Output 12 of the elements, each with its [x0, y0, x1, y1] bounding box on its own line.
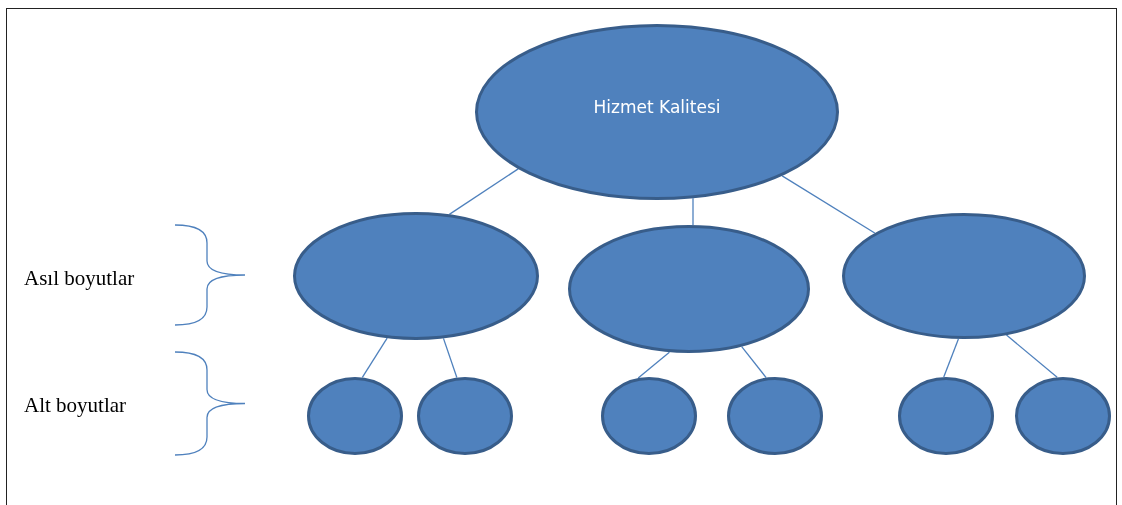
connector-line — [637, 351, 671, 379]
connector-line — [781, 175, 876, 234]
level-label: Alt boyutlar — [24, 393, 127, 418]
connector-line — [1005, 334, 1058, 378]
level-label: Asıl boyutlar — [24, 266, 135, 291]
connector-line — [741, 345, 767, 379]
connector-line — [692, 197, 694, 226]
connector-line — [943, 338, 960, 378]
connector-line — [442, 337, 458, 379]
node-label: Hizmet Kalitesi — [593, 97, 721, 117]
connector-line — [361, 337, 388, 379]
connector-line — [448, 168, 519, 216]
